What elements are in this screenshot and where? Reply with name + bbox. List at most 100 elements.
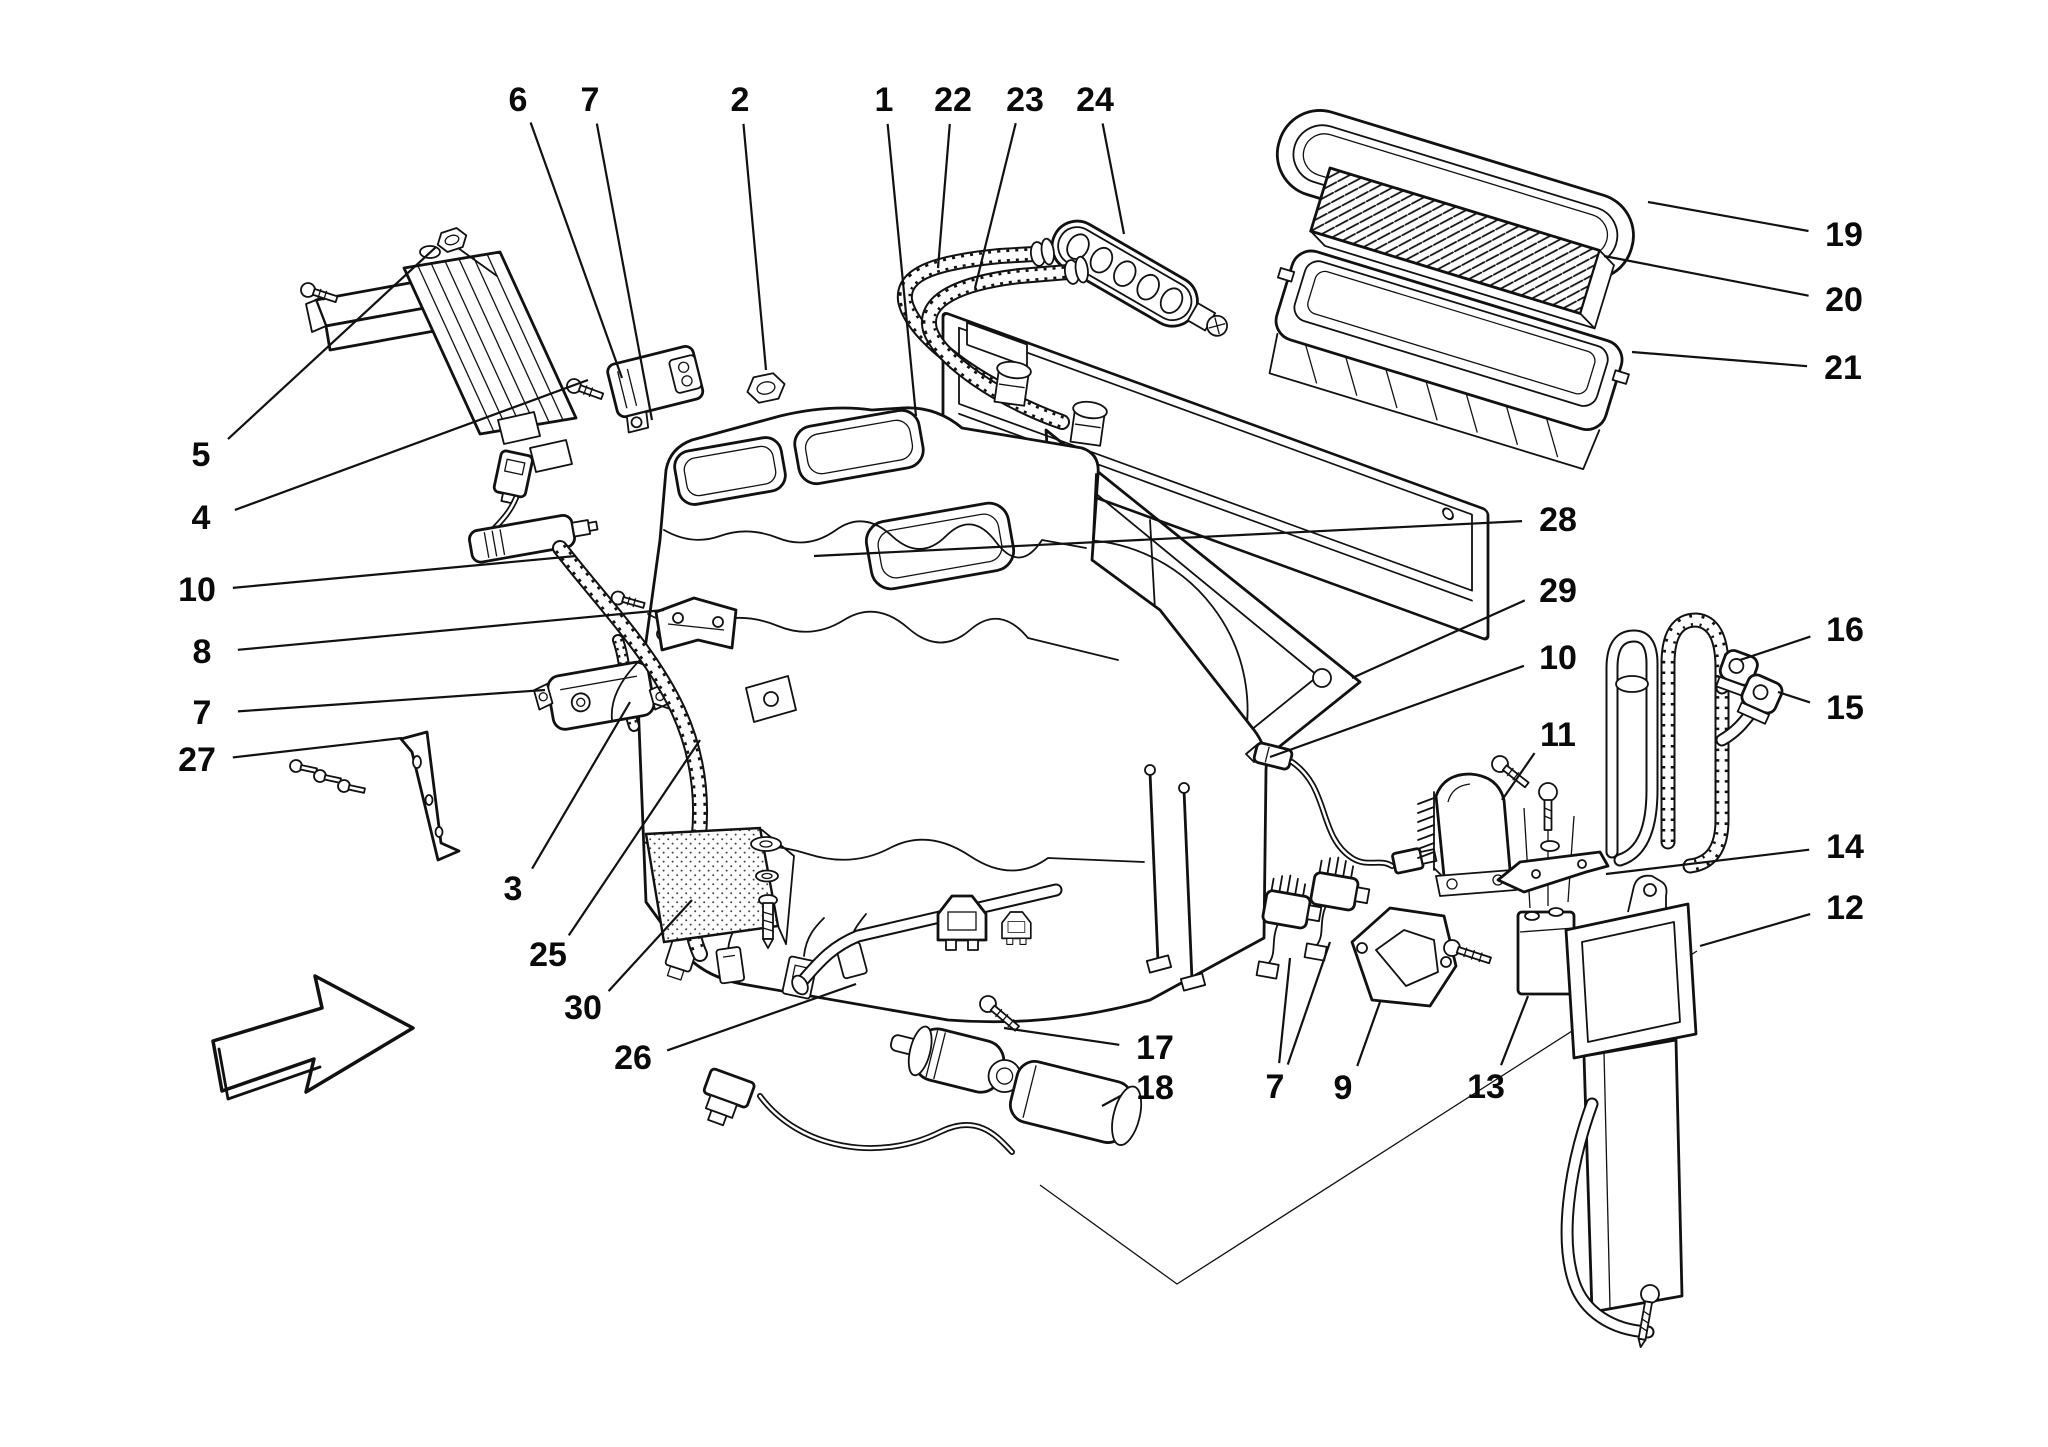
leader-line-14 [1605, 848, 1810, 876]
actuator-6-drawing [566, 345, 705, 434]
leader-line-29 [1351, 599, 1526, 680]
leader-line-20 [1603, 254, 1809, 297]
receiver-box-13-drawing [1516, 782, 1576, 996]
leader-line-13 [1500, 995, 1530, 1066]
leader-line-24 [1101, 123, 1126, 235]
direction-arrow-icon [211, 974, 415, 1101]
pump-motor-drawing [702, 995, 1143, 1155]
heater-hoses-drawing [746, 237, 1108, 447]
hose-stub [1069, 400, 1108, 447]
screw-icon [566, 378, 605, 400]
mounting-bracket-27-drawing [289, 730, 461, 862]
washers-and-screw-drawing [750, 836, 782, 949]
callout-label-22: 22 [934, 81, 972, 119]
callout-label-26: 26 [614, 1039, 652, 1077]
callout-label-14: 14 [1826, 828, 1864, 866]
leader-line-19 [1647, 200, 1809, 233]
drain-tube-drawing [791, 883, 1063, 996]
pipe-fitting [1736, 673, 1784, 725]
callout-label-15: 15 [1826, 689, 1864, 727]
wiring-connectors [664, 891, 868, 1000]
screw-icon [1443, 939, 1492, 965]
leader-line-30 [607, 899, 693, 992]
screw-icon [1538, 782, 1558, 831]
callout-label-10: 10 [1539, 639, 1577, 677]
screw-icon [1637, 1284, 1660, 1349]
leader-line-7 [1286, 941, 1332, 1065]
callout-label-19: 19 [1825, 216, 1863, 254]
leader-line-6 [529, 122, 624, 379]
pipes-assembly-drawing [1605, 612, 1784, 874]
leader-line-11 [1501, 752, 1536, 801]
leader-line-22 [936, 123, 951, 269]
callout-label-9: 9 [1334, 1069, 1353, 1107]
temp-sensor-10-drawing [468, 449, 599, 564]
leader-line-15 [1777, 690, 1811, 704]
callout-label-8: 8 [193, 633, 212, 671]
leader-line-18 [1101, 1094, 1122, 1107]
leader-line-9 [1356, 1001, 1382, 1067]
callout-label-25: 25 [529, 936, 567, 974]
support-bracket-9-drawing [1350, 906, 1492, 1008]
callout-label-2: 2 [731, 81, 750, 119]
leader-line-3 [531, 701, 631, 870]
leader-line-17 [1003, 1026, 1120, 1046]
screw-icon [1491, 755, 1530, 789]
leader-line-2 [742, 123, 768, 371]
callout-label-12: 12 [1826, 889, 1864, 927]
heater-core-drawing [300, 227, 578, 473]
hose-stub [993, 360, 1032, 407]
leader-line-26 [666, 982, 857, 1052]
callout-label-21: 21 [1824, 349, 1862, 387]
callout-label-18: 18 [1136, 1069, 1174, 1107]
callout-label-1: 1 [875, 81, 894, 119]
screw-icon [758, 894, 778, 949]
hose-manifold-drawing [1050, 219, 1228, 337]
callout-label-7: 7 [193, 694, 212, 732]
leader-line-27 [232, 736, 403, 759]
leader-line-12 [1699, 913, 1811, 948]
callout-label-4: 4 [192, 499, 211, 537]
callout-label-13: 13 [1467, 1068, 1505, 1106]
screw-icon [300, 282, 339, 304]
leader-line-25 [567, 739, 701, 937]
leader-line-8 [237, 608, 665, 651]
callout-label-16: 16 [1826, 611, 1864, 649]
callout-label-7: 7 [1266, 1068, 1285, 1106]
leader-line-1 [886, 123, 918, 417]
fuse-holders-drawing [936, 894, 1032, 951]
callout-label-20: 20 [1825, 281, 1863, 319]
filter-housing-drawing [1268, 249, 1630, 471]
callout-label-11: 11 [1540, 716, 1576, 754]
callout-label-10: 10 [178, 571, 216, 609]
callout-label-29: 29 [1539, 572, 1577, 610]
nut-icon [436, 227, 468, 253]
solenoid-valves-drawing [1255, 856, 1371, 980]
bracket-8-drawing [610, 590, 738, 652]
callout-label-27: 27 [178, 741, 216, 779]
callout-label-7: 7 [581, 81, 600, 119]
leader-line-7 [237, 688, 546, 713]
leader-line-5 [227, 246, 437, 440]
leader-line-7 [1278, 957, 1292, 1064]
callout-label-30: 30 [564, 989, 602, 1027]
duct-12-drawing [1560, 874, 1698, 1349]
leader-line-10 [232, 554, 577, 589]
temp-probe-10-drawing [1245, 741, 1457, 891]
callout-label-5: 5 [192, 436, 211, 474]
voltage-regulator-drawing [1417, 755, 1530, 897]
nut-icon [746, 372, 786, 404]
filter-element-drawing [1309, 166, 1615, 330]
leader-line-10 [1269, 664, 1525, 759]
leader-line-21 [1631, 350, 1808, 368]
callout-label-6: 6 [509, 81, 528, 119]
screw-icon [979, 995, 1020, 1032]
leader-line-28 [813, 520, 1523, 558]
callout-label-3: 3 [504, 870, 523, 908]
callout-label-24: 24 [1076, 81, 1114, 119]
leader-line-7 [595, 123, 654, 421]
vent-openings [673, 408, 1016, 591]
